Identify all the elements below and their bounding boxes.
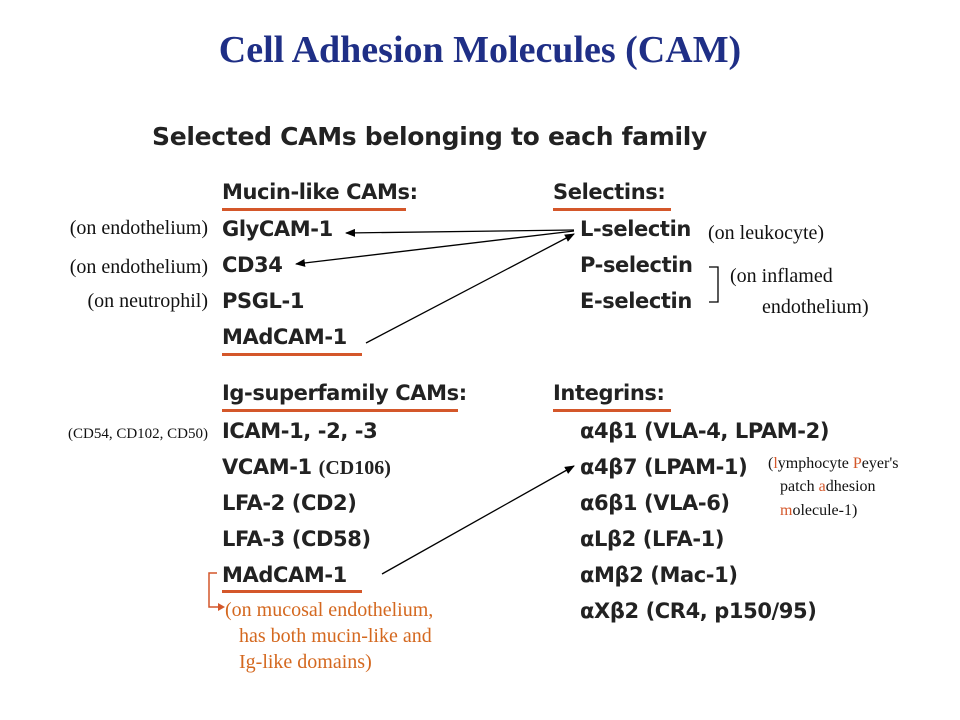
integrins-heading: Integrins: xyxy=(553,381,665,405)
bracket-madcam-arrowhead xyxy=(218,603,225,611)
bracket-madcam-note xyxy=(208,572,218,608)
mucin-item-madcam1: MAdCAM-1 xyxy=(222,325,347,349)
note-madcam-line2: has both mucin-like and xyxy=(239,625,432,647)
note-leukocyte: (on leukocyte) xyxy=(708,222,825,244)
note-psgl-neutrophil: (on neutrophil) xyxy=(87,290,208,312)
arrow-lselectin-to-cd34 xyxy=(295,230,575,267)
arrow-madcam1-to-a4b7 xyxy=(381,465,575,575)
mucin-heading: Mucin-like CAMs: xyxy=(222,180,418,204)
mucin-item-psgl1: PSGL-1 xyxy=(222,289,305,313)
note-icam-cds: (CD54, CD102, CD50) xyxy=(67,426,208,442)
note-glycam-endothelium: (on endothelium) xyxy=(69,217,208,239)
note-lpam1-line1: (lymphocyte Peyer's xyxy=(768,455,899,472)
ig-item-vcam: VCAM-1 (CD106) xyxy=(222,455,391,479)
integrin-item-a6b1: α6β1 (VLA-6) xyxy=(580,491,730,515)
integrin-item-aMb2: αMβ2 (Mac-1) xyxy=(580,563,738,587)
note-inflamed-line2: endothelium) xyxy=(762,296,869,318)
selectin-item-e: E-selectin xyxy=(580,289,692,313)
ig-item-lfa2: LFA-2 (CD2) xyxy=(222,491,357,515)
integrin-item-a4b7: α4β7 (LPAM-1) xyxy=(580,455,748,479)
selectins-heading-underline xyxy=(553,208,671,211)
arrow-lselectin-to-glycam1 xyxy=(345,228,575,237)
note-cd34-endothelium: (on endothelium) xyxy=(69,256,208,278)
note-madcam-line3: Ig-like domains) xyxy=(239,651,372,673)
integrin-item-a4b1: α4β1 (VLA-4, LPAM-2) xyxy=(580,419,830,443)
integrin-item-aLb2: αLβ2 (LFA-1) xyxy=(580,527,725,551)
ig-heading-underline xyxy=(222,409,458,412)
ig-item-lfa3: LFA-3 (CD58) xyxy=(222,527,371,551)
mucin-heading-underline xyxy=(222,208,406,211)
integrin-item-aXb2: αXβ2 (CR4, p150/95) xyxy=(580,599,817,623)
brace-inflamed-endothelium xyxy=(709,266,719,303)
mucin-item-cd34: CD34 xyxy=(222,253,283,277)
madcam-underline xyxy=(222,353,362,356)
note-inflamed-line1: (on inflamed xyxy=(730,265,833,287)
arrow-madcam1-to-lselectin xyxy=(365,233,575,344)
note-madcam-line1: (on mucosal endothelium, xyxy=(225,599,434,621)
ig-madcam-underline xyxy=(222,590,362,593)
ig-item-madcam1: MAdCAM-1 xyxy=(222,563,347,587)
selectin-item-l: L-selectin xyxy=(580,217,691,241)
selectin-item-p: P-selectin xyxy=(580,253,693,277)
page-title: Cell Adhesion Molecules (CAM) xyxy=(218,29,742,71)
ig-item-icam: ICAM-1, -2, -3 xyxy=(222,419,378,443)
ig-heading: Ig-superfamily CAMs: xyxy=(222,381,467,405)
note-lpam1-line2: patch adhesion xyxy=(780,478,876,495)
vcam-cd106-note: (CD106) xyxy=(318,457,391,479)
diagram-subtitle: Selected CAMs belonging to each family xyxy=(152,122,708,151)
selectins-heading: Selectins: xyxy=(553,180,666,204)
integrins-heading-underline xyxy=(553,409,671,412)
mucin-item-glycam1: GlyCAM-1 xyxy=(222,217,333,241)
note-lpam1-line3: molecule-1) xyxy=(780,502,858,519)
